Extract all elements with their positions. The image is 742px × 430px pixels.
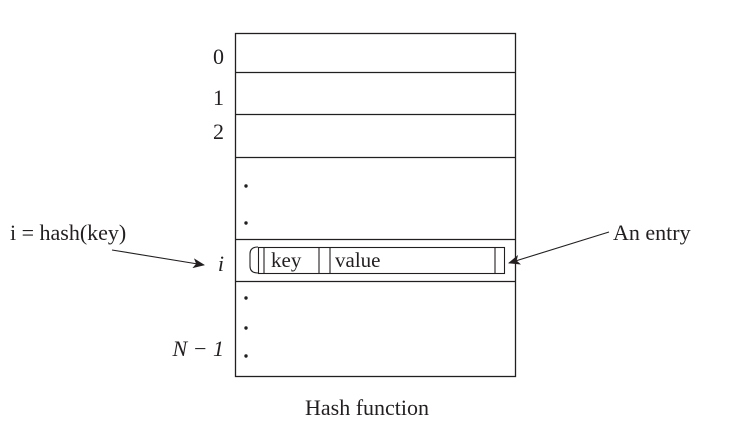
hash-formula-label: i = hash(key) xyxy=(10,220,126,245)
ellipsis-dot xyxy=(244,184,248,188)
row-label-1: 1 xyxy=(213,85,224,110)
entry-value-label: value xyxy=(335,248,380,272)
entry-annotation-label: An entry xyxy=(613,220,691,245)
diagram-caption: Hash function xyxy=(305,395,429,420)
row-label-i: i xyxy=(218,251,224,276)
entry-left-bracket xyxy=(249,246,259,274)
hash-table-outline xyxy=(234,32,517,378)
row-label-2: 2 xyxy=(213,119,224,144)
entry-arrow xyxy=(508,231,610,265)
ellipsis-dot xyxy=(244,296,248,300)
entry-outer-box xyxy=(257,246,506,275)
ellipsis-dot xyxy=(244,326,248,330)
row-label-n-minus-1: N − 1 xyxy=(171,336,224,361)
ellipsis-dot xyxy=(244,221,248,225)
entry-record: key value xyxy=(249,246,506,275)
hash-arrow xyxy=(111,249,205,269)
entry-key-label: key xyxy=(271,248,302,272)
ellipsis-dot xyxy=(244,354,248,358)
row-label-0: 0 xyxy=(213,44,224,69)
